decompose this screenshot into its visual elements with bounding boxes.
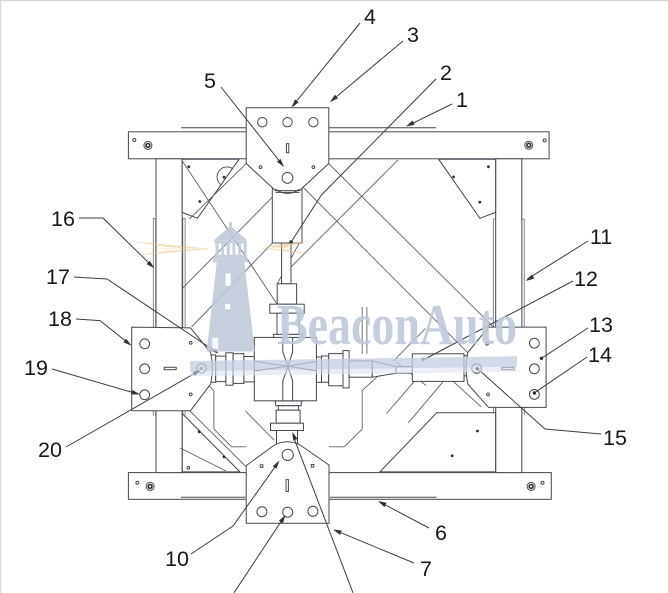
svg-text:13: 13 — [589, 313, 613, 337]
svg-text:16: 16 — [51, 207, 75, 231]
svg-text:5: 5 — [204, 69, 216, 93]
svg-text:11: 11 — [590, 225, 612, 249]
svg-text:14: 14 — [588, 343, 612, 367]
svg-text:17: 17 — [46, 265, 70, 289]
svg-text:7: 7 — [420, 557, 432, 581]
svg-text:BeaconAuto: BeaconAuto — [277, 292, 517, 357]
svg-text:1: 1 — [456, 88, 468, 112]
svg-text:15: 15 — [603, 426, 627, 450]
svg-text:20: 20 — [38, 438, 62, 462]
svg-text:3: 3 — [407, 23, 419, 47]
svg-text:4: 4 — [364, 5, 376, 29]
svg-text:18: 18 — [48, 307, 72, 331]
svg-text:12: 12 — [574, 267, 598, 291]
svg-text:19: 19 — [24, 356, 48, 380]
svg-text:10: 10 — [165, 547, 189, 571]
svg-text:2: 2 — [440, 61, 452, 85]
svg-text:6: 6 — [435, 521, 447, 545]
